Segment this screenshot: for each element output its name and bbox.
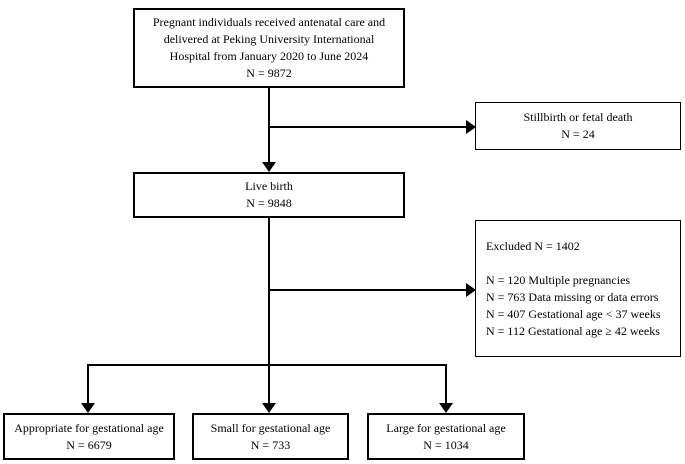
live-birth-box: Live birth N = 9848 [133,172,405,218]
connector-branch-to-excluded [268,289,466,291]
arrowhead-down-aga-icon [81,403,95,413]
appropriate-for-gestational-age-box: Appropriate for gestational age N = 6679 [3,413,175,460]
connector-drop-to-lga [445,364,447,403]
excluded-box-text: Excluded N = 1402 N = 120 Multiple pregn… [486,238,661,338]
connector-bottom-distribution-bar [87,364,447,366]
arrowhead-down-sga-icon [262,403,276,413]
aga-box-text: Appropriate for gestational age N = 6679 [14,420,164,452]
enrollment-box: Pregnant individuals received antenatal … [133,8,405,88]
arrowhead-down-livebirth-icon [262,162,276,172]
enrollment-box-text: Pregnant individuals received antenatal … [152,15,386,80]
arrowhead-down-lga-icon [439,403,453,413]
stillbirth-box: Stillbirth or fetal death N = 24 [475,102,681,150]
arrowhead-right-stillbirth-icon [466,120,476,134]
arrowhead-right-excluded-icon [466,283,476,297]
lga-box-text: Large for gestational age N = 1034 [386,420,506,452]
live-birth-box-text: Live birth N = 9848 [245,179,293,210]
connector-enrollment-to-livebirth [268,88,270,162]
connector-livebirth-to-bottom [268,218,270,403]
excluded-box: Excluded N = 1402 N = 120 Multiple pregn… [475,220,681,357]
connector-drop-to-aga [87,364,89,403]
large-for-gestational-age-box: Large for gestational age N = 1034 [367,413,525,460]
sga-box-text: Small for gestational age N = 733 [210,420,331,452]
connector-branch-to-stillbirth [268,126,466,128]
stillbirth-box-text: Stillbirth or fetal death N = 24 [523,110,633,141]
small-for-gestational-age-box: Small for gestational age N = 733 [192,413,349,460]
